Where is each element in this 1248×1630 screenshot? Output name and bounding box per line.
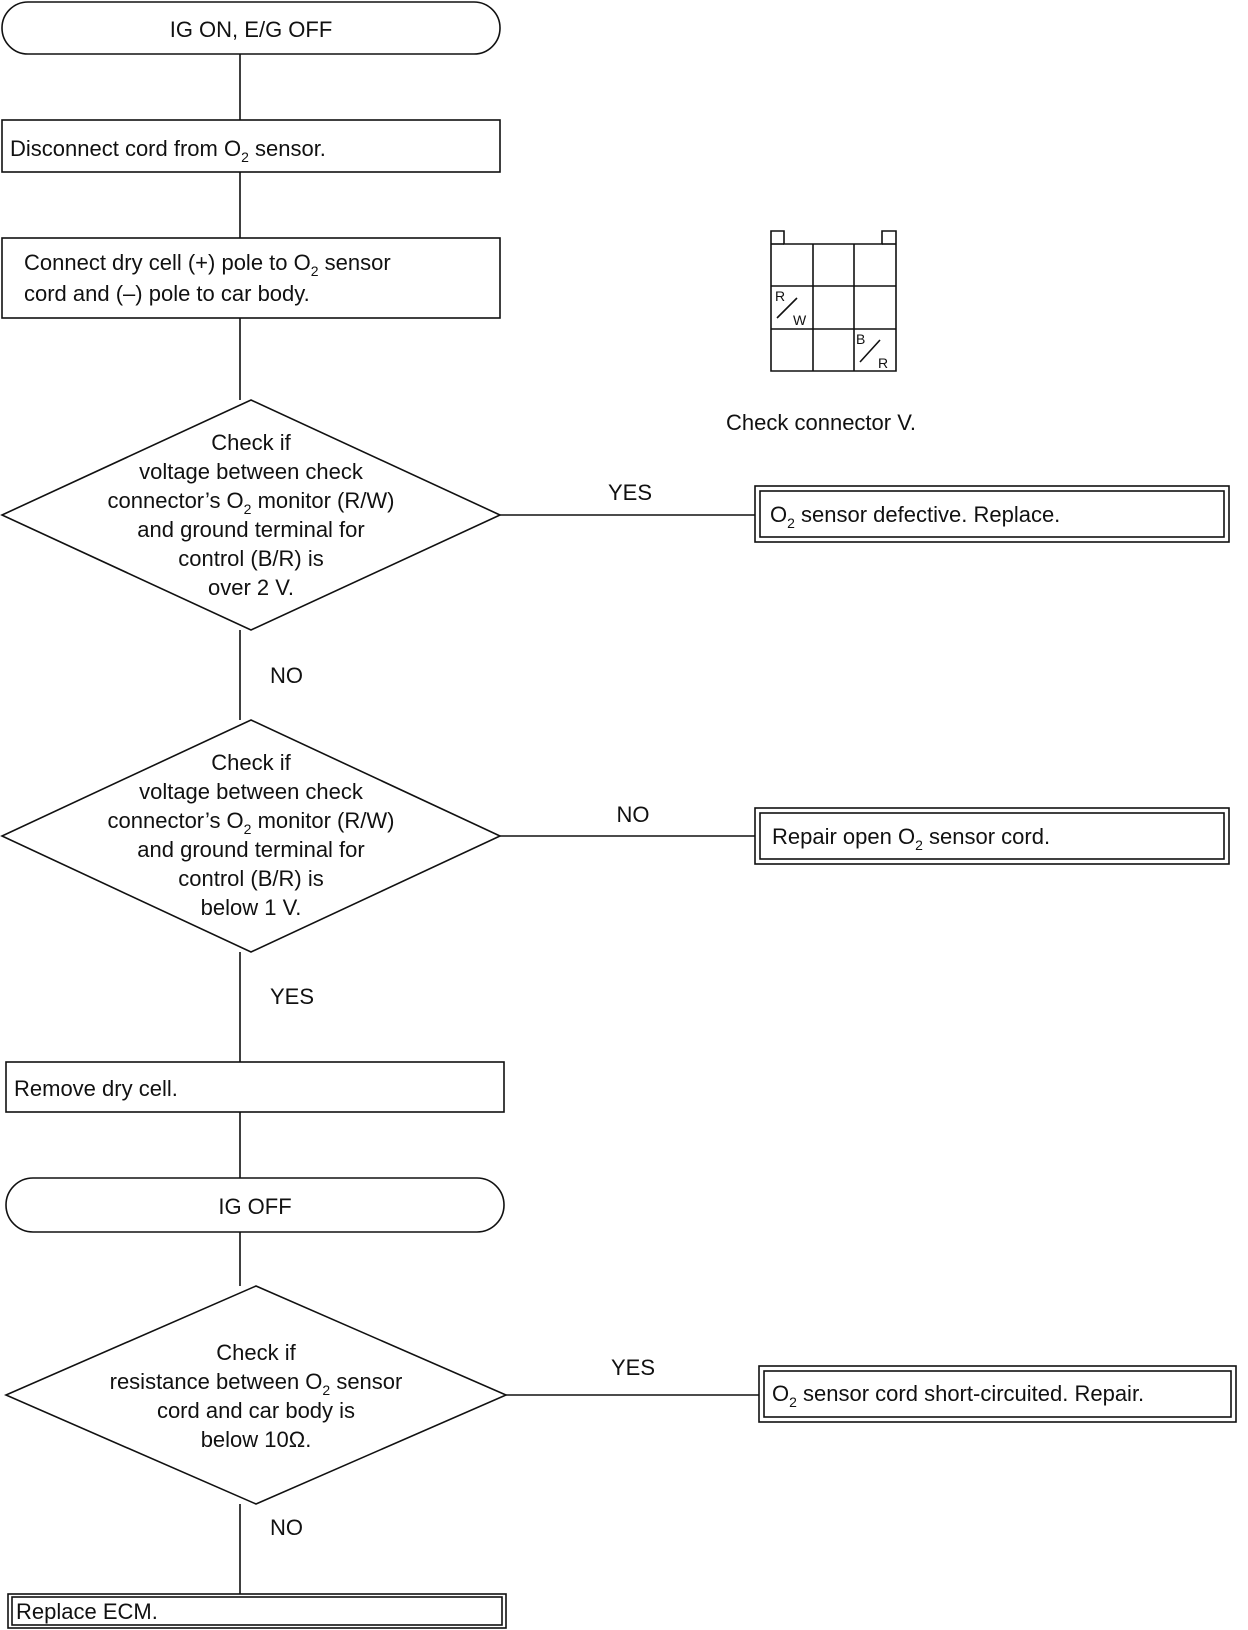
terminal-b-r-top: B (856, 331, 865, 347)
terminal-b-r-bottom: R (878, 355, 888, 371)
decision3-no-label: NO (270, 1515, 303, 1540)
result1-label: O2 sensor defective. Replace. (770, 502, 1060, 531)
decision1-yes-label: YES (608, 480, 652, 505)
result2-label: Repair open O2 sensor cord. (772, 824, 1050, 853)
flow-connectors (239, 52, 759, 1594)
decision1-line5: control (B/R) is (178, 546, 323, 571)
decision2-no-label: NO (617, 802, 650, 827)
decision1-line3: connector’s O2 monitor (R/W) (108, 488, 395, 517)
decision2-line1: Check if (211, 750, 291, 775)
decision1-no-label: NO (270, 663, 303, 688)
terminal-b-r: B R (856, 331, 888, 371)
step-remove-dry-cell-label: Remove dry cell. (14, 1076, 178, 1101)
decision2-line4: and ground terminal for (137, 837, 364, 862)
decision-voltage-over-2v: Check if voltage between check connector… (0, 399, 652, 688)
final-replace-ecm: Replace ECM. (7, 1593, 507, 1629)
step-connect-dry-cell-line1: Connect dry cell (+) pole to O2 sensor (24, 250, 391, 279)
decision1-line2: voltage between check (139, 459, 364, 484)
decision2-line5: control (B/R) is (178, 866, 323, 891)
step-disconnect-cord: Disconnect cord from O2 sensor. (1, 119, 501, 173)
decision2-line3: connector’s O2 monitor (R/W) (108, 808, 395, 837)
terminal-r-w-top: R (775, 288, 785, 304)
result3-label: O2 sensor cord short-circuited. Repair. (772, 1381, 1144, 1410)
connector-v-diagram: R W B R Check connector V. (726, 230, 916, 435)
decision1-line1: Check if (211, 430, 291, 455)
decision-resistance-below-10ohm: Check if resistance between O2 sensor co… (3, 1285, 655, 1540)
start-terminal-label: IG ON, E/G OFF (170, 17, 333, 42)
decision3-yes-label: YES (611, 1355, 655, 1380)
start-terminal: IG ON, E/G OFF (1, 1, 501, 55)
ig-off-terminal: IG OFF (5, 1177, 505, 1233)
decision3-line3: cord and car body is (157, 1398, 355, 1423)
connector-v-outline (770, 230, 897, 372)
decision3-line1: Check if (216, 1340, 296, 1365)
connector-v-caption: Check connector V. (726, 410, 916, 435)
result-cord-short-circuited: O2 sensor cord short-circuited. Repair. (758, 1365, 1237, 1423)
final-replace-ecm-label: Replace ECM. (16, 1599, 158, 1624)
decision2-line6: below 1 V. (201, 895, 302, 920)
result-repair-open-cord: Repair open O2 sensor cord. (754, 807, 1230, 865)
decision2-yes-label: YES (270, 984, 314, 1009)
decision3-line2: resistance between O2 sensor (110, 1369, 403, 1398)
terminal-r-w-bottom: W (793, 312, 807, 328)
step-connect-dry-cell: Connect dry cell (+) pole to O2 sensor c… (1, 237, 501, 319)
decision1-line4: and ground terminal for (137, 517, 364, 542)
step-remove-dry-cell: Remove dry cell. (5, 1061, 505, 1113)
decision-voltage-below-1v: Check if voltage between check connector… (0, 719, 650, 1009)
decision3-line4: below 10Ω. (201, 1427, 312, 1452)
step-disconnect-cord-label: Disconnect cord from O2 sensor. (10, 136, 326, 165)
step-connect-dry-cell-line2: cord and (–) pole to car body. (24, 281, 310, 306)
decision1-line6: over 2 V. (208, 575, 294, 600)
result-o2-sensor-defective: O2 sensor defective. Replace. (754, 485, 1230, 543)
ig-off-terminal-label: IG OFF (218, 1194, 291, 1219)
terminal-r-w: R W (775, 288, 807, 328)
decision2-line2: voltage between check (139, 779, 364, 804)
